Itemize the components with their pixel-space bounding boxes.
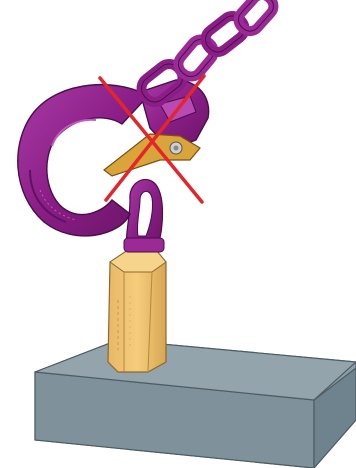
swivel-eye <box>124 179 164 252</box>
swivel-body <box>108 250 166 372</box>
base-block <box>35 340 356 468</box>
chain-link <box>234 0 277 35</box>
chain-link <box>174 35 218 81</box>
